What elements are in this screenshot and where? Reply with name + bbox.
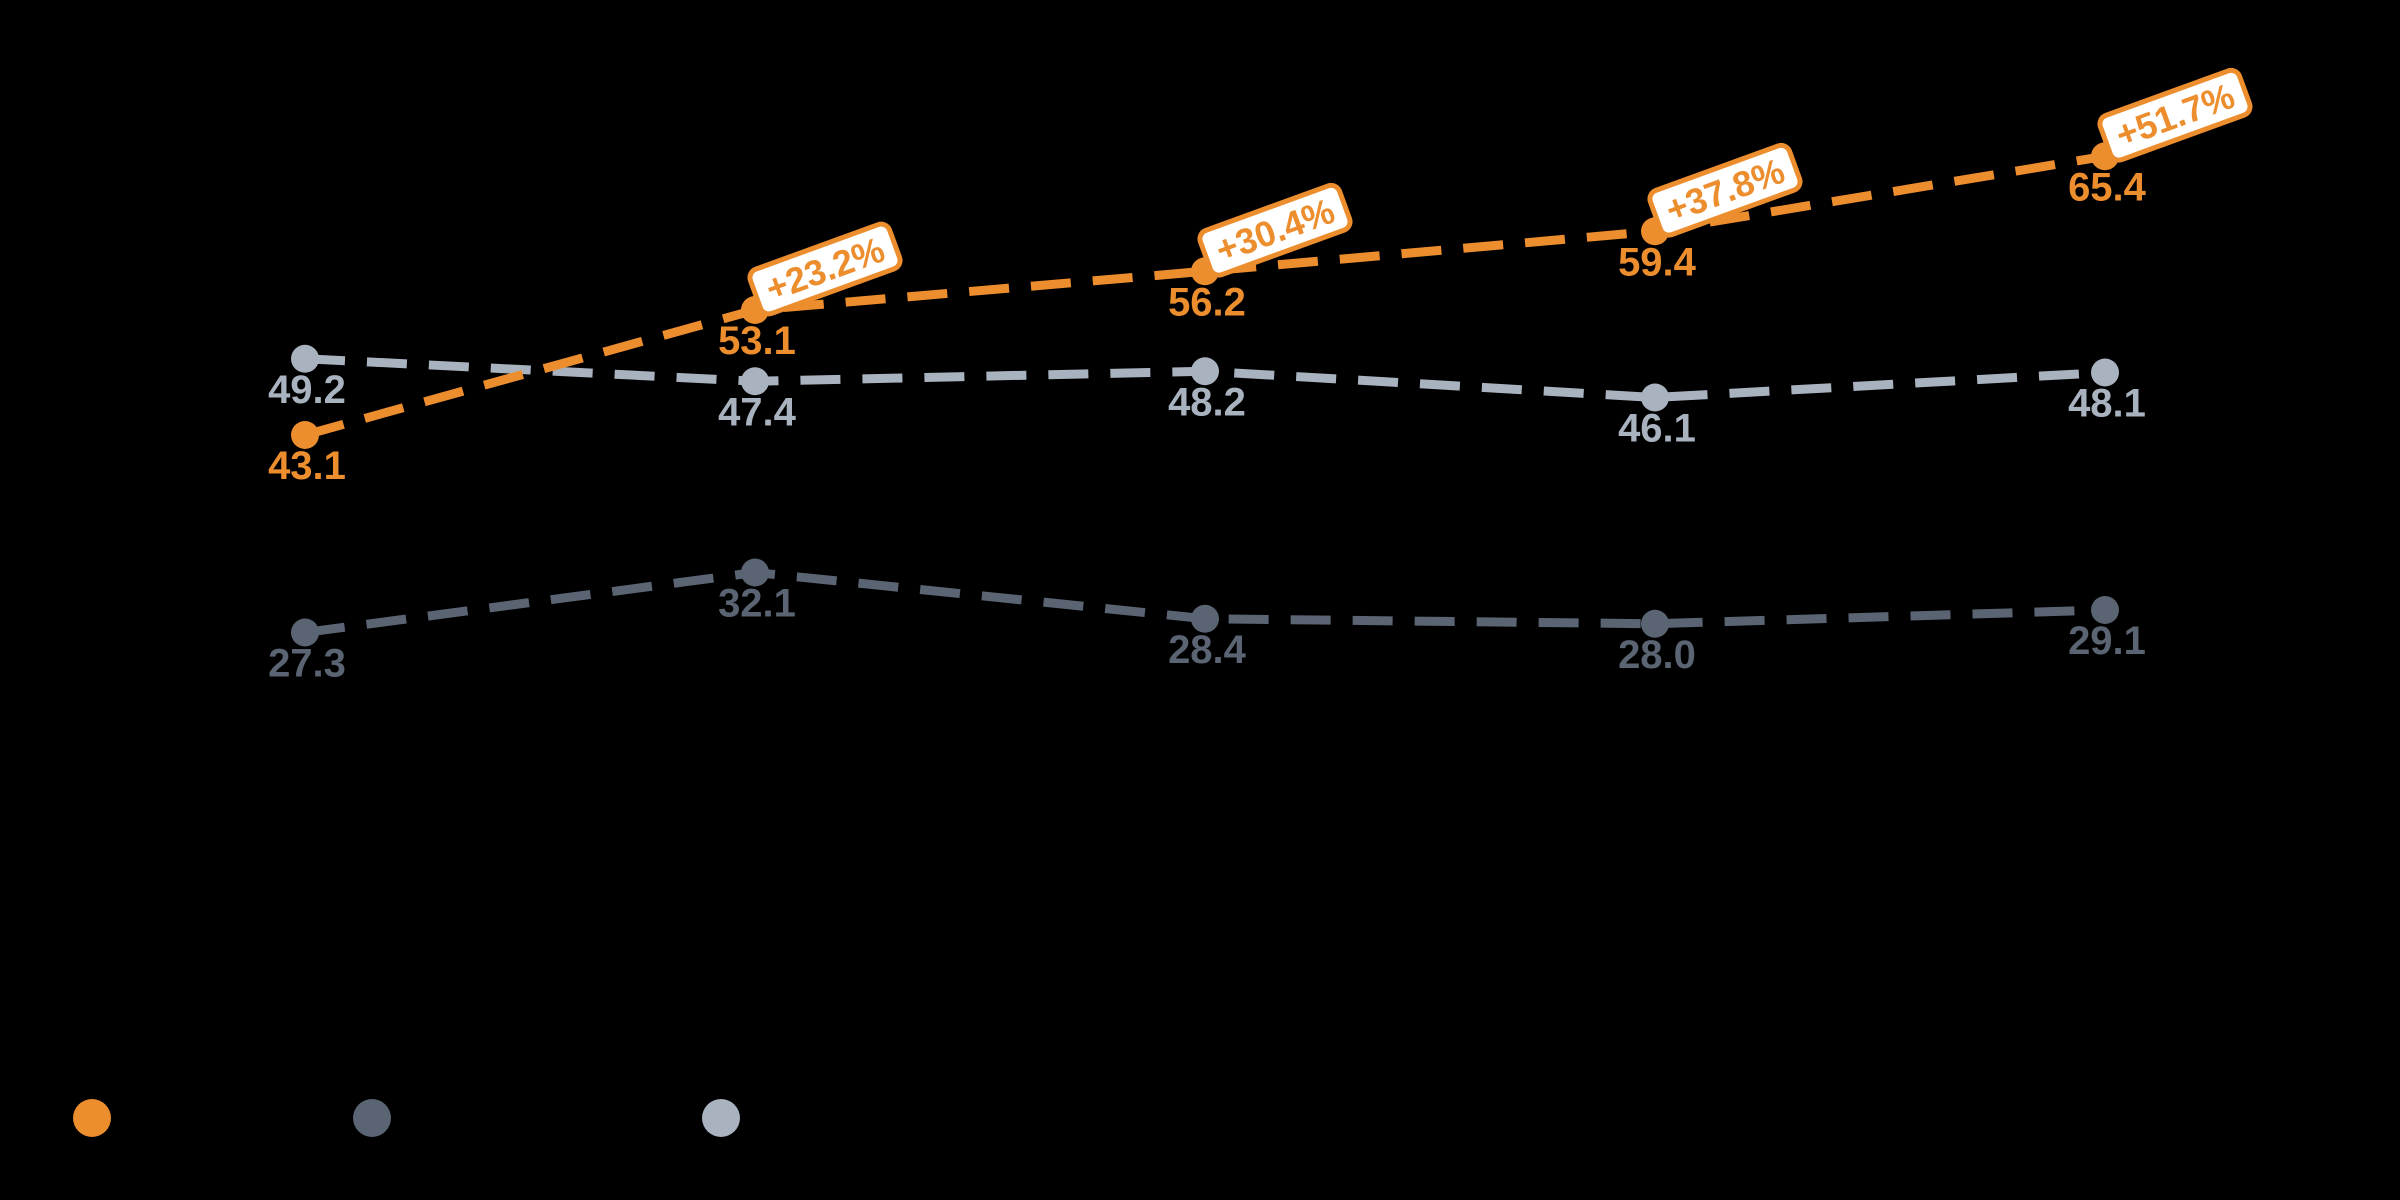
- slate-data-point: [1191, 604, 1219, 633]
- lightgray-data-point: [741, 367, 769, 396]
- slate-data-point: [1641, 609, 1669, 638]
- orange-data-point: [291, 421, 319, 449]
- legend-marker-orange: [73, 1099, 111, 1137]
- orange-series-line: [303, 151, 2106, 440]
- series-group-lightgray: 49.2 47.4 48.2 46.1 48.1: [268, 344, 2146, 451]
- series-group-slate: 27.3 32.1 28.4 28.0 29.1: [268, 558, 2146, 686]
- lightgray-value-label: 48.2: [1168, 380, 1246, 424]
- orange-value-label: 65.4: [2068, 165, 2147, 209]
- lightgray-value-label: 48.1: [2068, 382, 2146, 426]
- pct-badge-box: [1647, 142, 1803, 238]
- pct-badge-box: [1197, 182, 1353, 278]
- legend-marker-lightgray: [702, 1099, 740, 1137]
- slate-value-label: 28.4: [1168, 628, 1247, 672]
- slate-value-label: 32.1: [718, 582, 796, 626]
- lightgray-value-label: 49.2: [268, 368, 346, 412]
- slate-data-point: [291, 618, 319, 647]
- series-group-orange: 43.1 53.1 56.2 59.4 65.4: [268, 142, 2147, 488]
- lightgray-data-point: [1191, 357, 1219, 386]
- slate-data-point: [2091, 596, 2119, 624]
- pct-badge: +37.8%: [1647, 142, 1803, 238]
- orange-value-label: 53.1: [718, 319, 796, 363]
- legend-marker-slate: [353, 1099, 391, 1137]
- lightgray-data-point: [1641, 383, 1669, 412]
- slate-value-label: 28.0: [1618, 633, 1696, 677]
- lightgray-data-point: [291, 344, 319, 373]
- lightgray-value-label: 46.1: [1618, 407, 1696, 451]
- legend: [73, 1099, 740, 1137]
- orange-value-label: 59.4: [1618, 240, 1697, 284]
- slate-value-label: 27.3: [268, 642, 346, 686]
- orange-value-label: 56.2: [1168, 280, 1246, 324]
- lightgray-value-label: 47.4: [718, 390, 797, 434]
- orange-value-label: 43.1: [268, 444, 346, 488]
- slate-value-label: 29.1: [2068, 619, 2146, 663]
- pct-badge-box: [747, 221, 903, 317]
- pct-badge-box: [2097, 67, 2253, 163]
- lightgray-data-point: [2091, 358, 2119, 387]
- slate-data-point: [741, 558, 769, 587]
